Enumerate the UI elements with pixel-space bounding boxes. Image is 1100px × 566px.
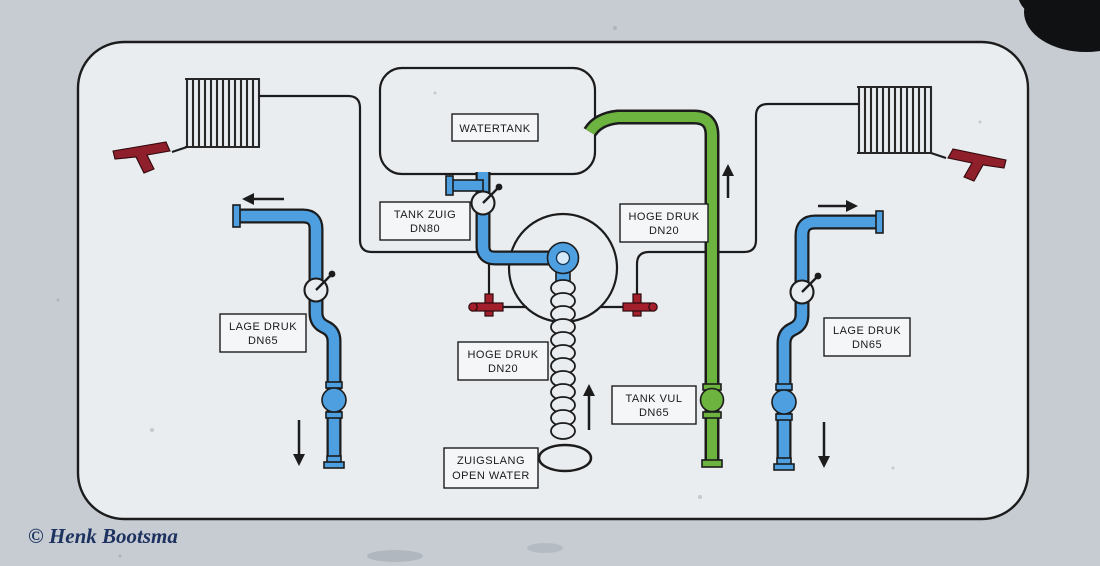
- lage-druk-right-label-line2: DN65: [852, 339, 882, 351]
- speck: [698, 495, 702, 499]
- tank-zuig-label-line2: DN80: [410, 223, 440, 235]
- left-ball-valve-flange-bottom: [325, 411, 343, 419]
- tank-suction-tee-flange: [445, 175, 454, 196]
- tank-vul-label-box: [611, 385, 697, 425]
- lage-druk-left-label-line2: DN65: [248, 335, 278, 347]
- left-hose-reel: [112, 77, 261, 174]
- tank-vul-label-line2: DN65: [639, 407, 669, 419]
- speck: [150, 428, 154, 432]
- hoge-druk-reel-label-box: [619, 203, 709, 243]
- right-ball-valve-flange-bottom: [775, 413, 793, 421]
- speck: [891, 466, 895, 470]
- hoge-druk-pump-label-line2: DN20: [488, 363, 518, 375]
- tank-fill-valve-icon: [699, 387, 725, 413]
- speck: [613, 26, 617, 30]
- speck: [56, 298, 60, 302]
- right-reel-line: [635, 102, 859, 302]
- tank-fill-pipe: [583, 109, 734, 468]
- tank-fill-flange-bottom: [702, 411, 722, 419]
- left-nozzle-feed: [171, 145, 188, 154]
- hoge-druk-pump-label-box: [457, 341, 549, 381]
- hose-segment: [550, 422, 576, 440]
- zuigslang-label-box: [443, 447, 539, 489]
- speck: [433, 91, 437, 95]
- left-down-arrow-head: [293, 454, 305, 466]
- right-pipe: [778, 216, 876, 460]
- right-nozzle-feed: [930, 151, 947, 160]
- left-flow-arrow-head: [242, 193, 254, 205]
- smudge: [527, 543, 563, 553]
- right-pipe-flange: [875, 210, 884, 234]
- left-nozzle-icon: [112, 141, 171, 174]
- left-low-pressure-pipe: [232, 193, 347, 469]
- right-outlet-flange: [773, 463, 795, 471]
- right-flow-arrow-head: [846, 200, 858, 212]
- right-down-arrow-head: [818, 456, 830, 468]
- speck: [118, 554, 122, 558]
- lage-druk-left-label-box: [219, 313, 307, 353]
- watertank-label: WATERTANK: [459, 123, 530, 135]
- tank-suction-inner: [477, 172, 553, 264]
- right-coil: [857, 85, 933, 155]
- lage-druk-right-label-line1: LAGE DRUK: [833, 325, 901, 337]
- lage-druk-left-label-line1: LAGE DRUK: [229, 321, 297, 333]
- tank-suction-pipe: [445, 172, 553, 266]
- left-hp-valve-icon: [468, 302, 478, 312]
- left-hp-valve-bar: [474, 302, 504, 312]
- left-pipe-flange: [232, 204, 241, 228]
- photographer-credit: © Henk Bootsma: [28, 524, 178, 548]
- tank-vul-label-line1: TANK VUL: [626, 393, 683, 405]
- photo-artifacts: [56, 0, 1100, 562]
- suction-hose: [537, 279, 595, 473]
- right-nozzle-icon: [947, 148, 1007, 182]
- left-valve-lever: [315, 275, 331, 291]
- open-water-icon: [537, 443, 593, 473]
- tank-fill-up-arrow-head: [722, 164, 734, 176]
- left-coil: [185, 77, 261, 149]
- right-low-pressure-pipe: [771, 200, 884, 471]
- right-hose-reel: [857, 85, 1007, 182]
- hoge-druk-reel-label-line2: DN20: [649, 225, 679, 237]
- speck: [978, 120, 982, 124]
- labels: WATERTANK TANK ZUIG DN80 HOGE DRUK DN20 …: [219, 113, 911, 489]
- high-pressure-valves: [468, 293, 658, 317]
- right-ball-valve-flange-top: [775, 383, 793, 391]
- smudge: [367, 550, 423, 562]
- tank-suction-valve-lever: [482, 188, 498, 204]
- right-ball-valve-icon: [771, 389, 797, 415]
- tank-fill-inner: [585, 112, 717, 462]
- left-pipe: [240, 210, 340, 458]
- right-hp-valve-icon: [648, 302, 658, 312]
- watertank-label-box: [451, 113, 539, 142]
- tank-suction-tee: [451, 179, 484, 192]
- left-ball-valve-icon: [321, 387, 347, 413]
- left-ball-valve-flange-top: [325, 381, 343, 389]
- hoge-druk-pump-label-line1: HOGE DRUK: [467, 349, 538, 361]
- tank-fill-outlet-flange: [701, 459, 723, 468]
- dark-object-corner-2: [1018, 0, 1078, 18]
- pump-eye-icon: [555, 250, 571, 266]
- tank-suction-valve-ball: [495, 183, 503, 191]
- hoge-druk-reel-label-line1: HOGE DRUK: [628, 211, 699, 223]
- left-outlet-flange: [323, 461, 345, 469]
- zuigslang-label-line2: OPEN WATER: [452, 470, 530, 482]
- right-valve-lever: [801, 277, 817, 293]
- tank-zuig-label-box: [379, 201, 471, 241]
- suction-up-arrow-head: [583, 384, 595, 396]
- right-hp-valve-bar: [622, 302, 652, 312]
- left-valve-lever-ball: [328, 270, 336, 278]
- right-valve-lever-ball: [814, 272, 822, 280]
- zuigslang-label-line1: ZUIGSLANG: [457, 455, 525, 467]
- tank-zuig-label-line1: TANK ZUIG: [394, 209, 456, 221]
- lage-druk-right-label-box: [823, 317, 911, 357]
